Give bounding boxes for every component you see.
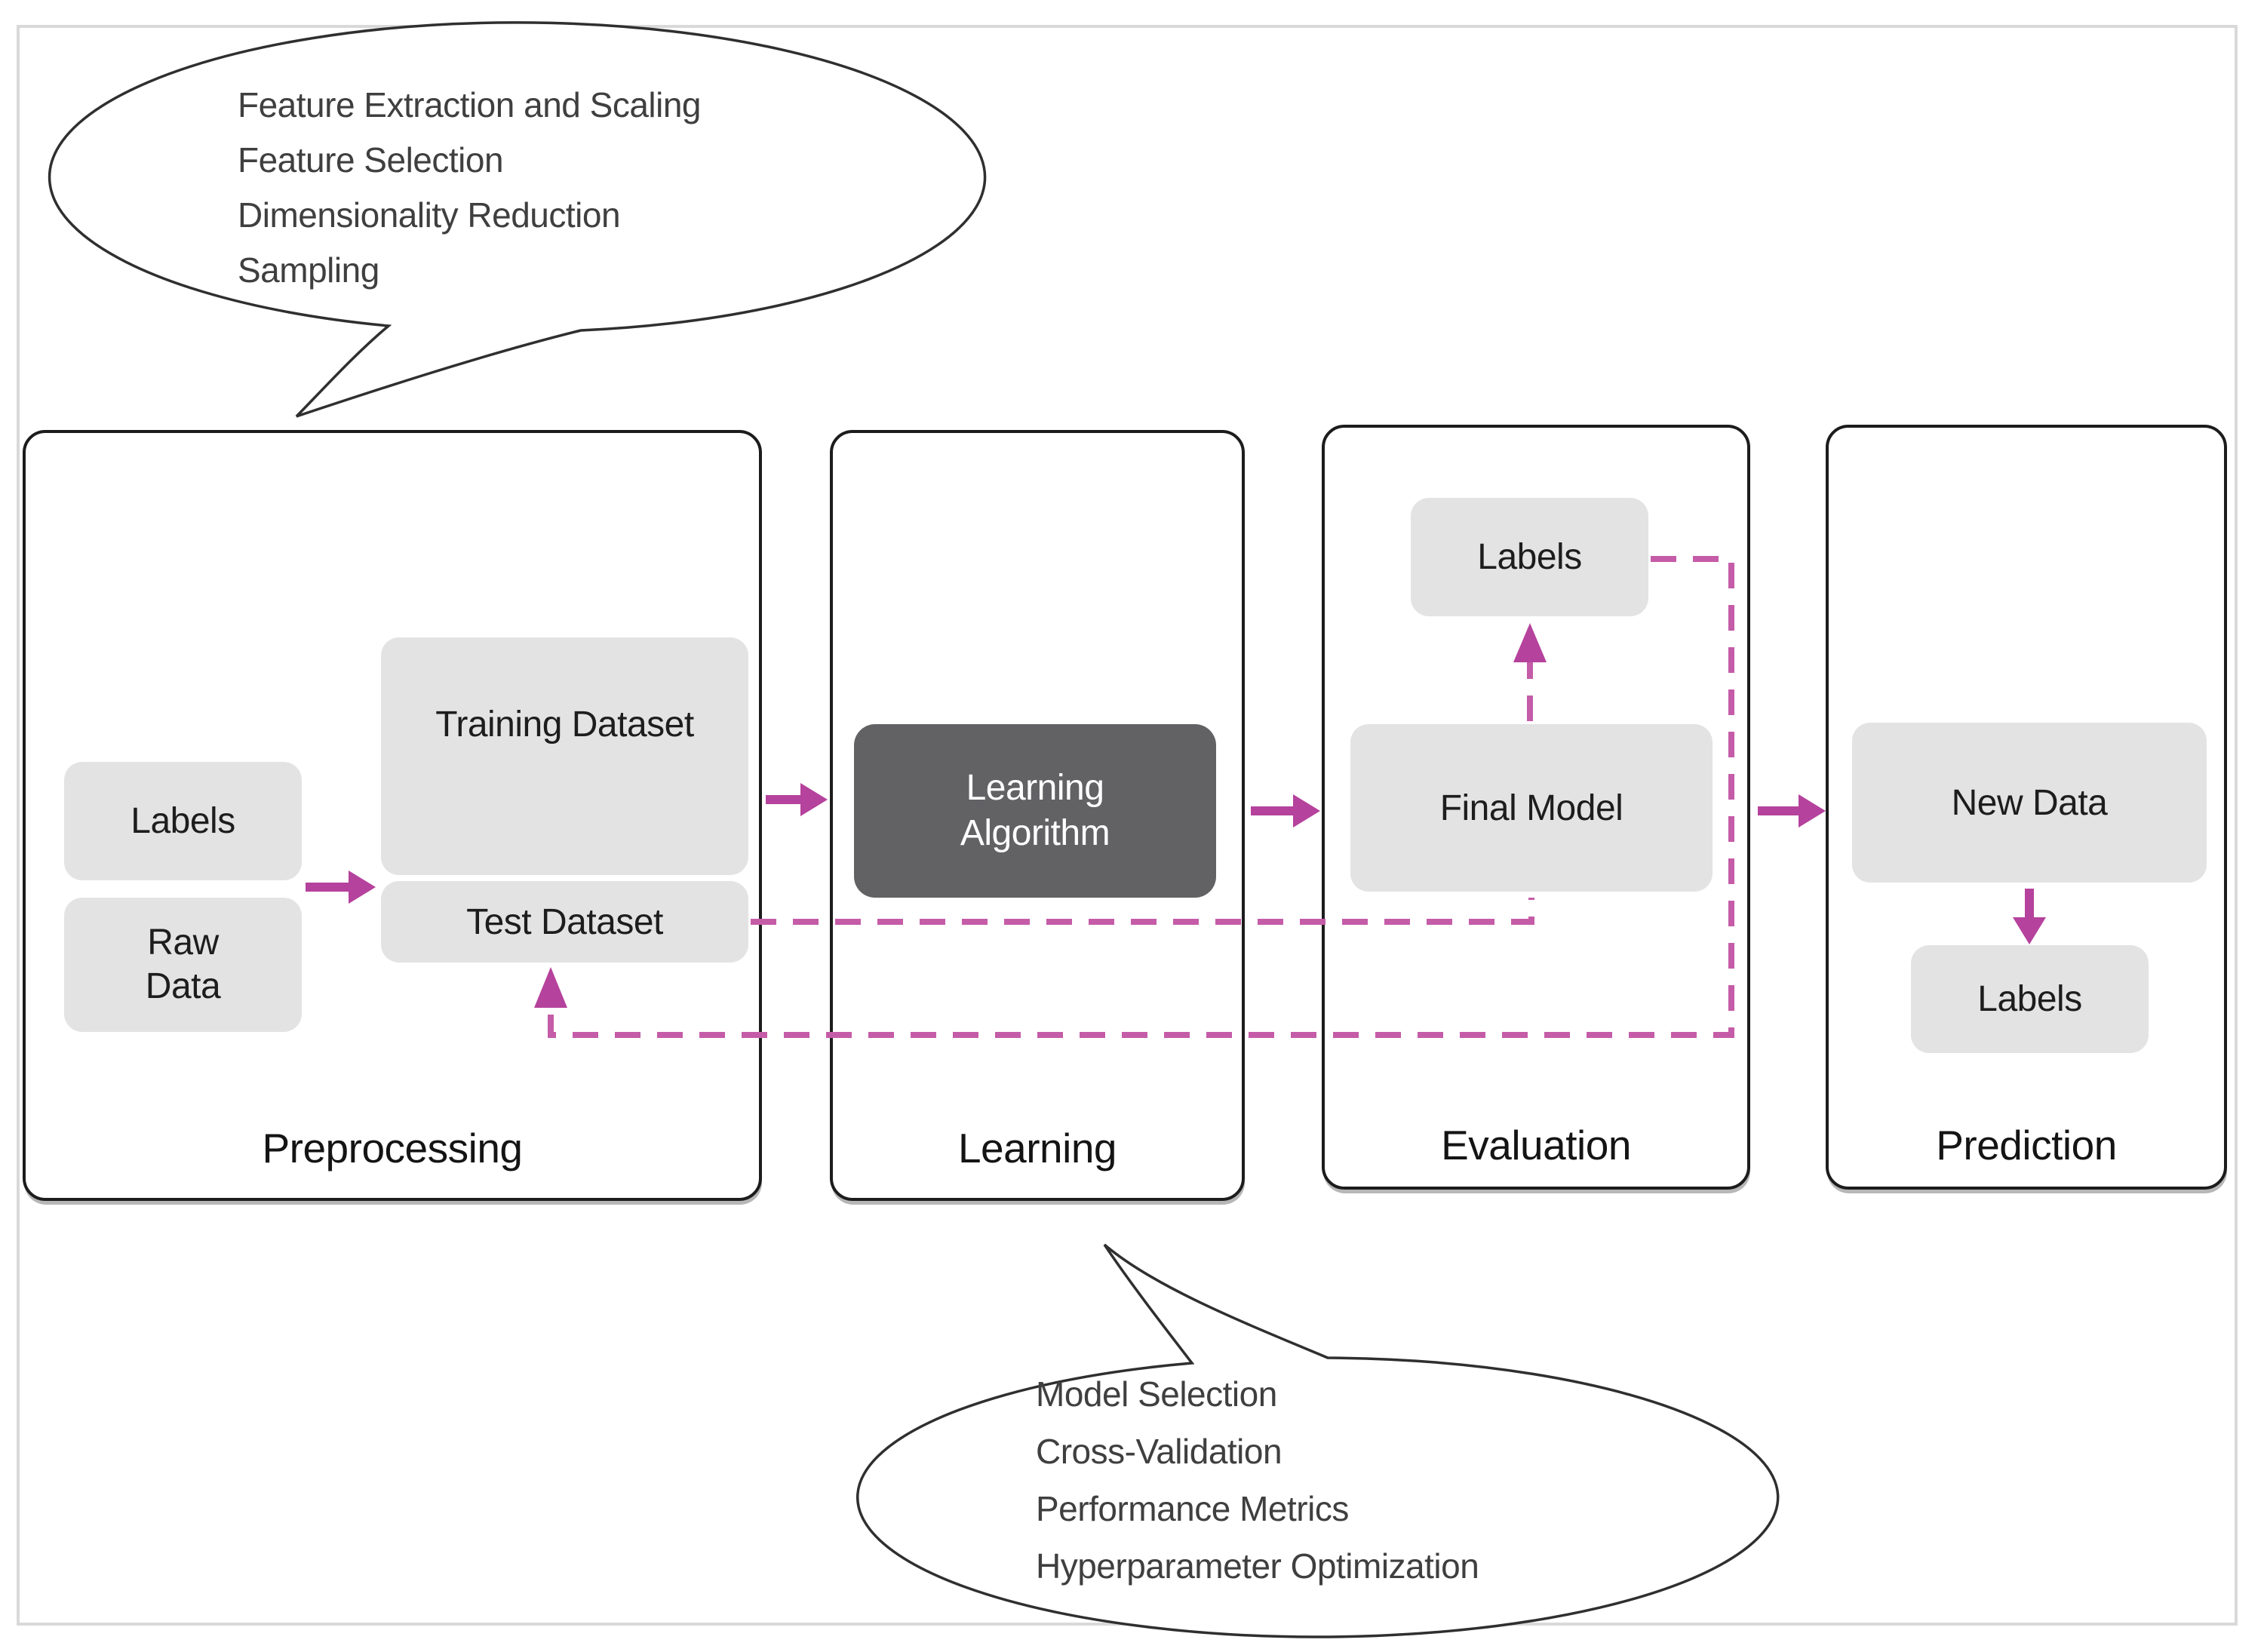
learning-algorithm-text-line1: Learning (966, 768, 1104, 808)
bubble-note-line: Feature Extraction and Scaling (238, 85, 702, 124)
arrow-learning-to-evaluation (1251, 794, 1320, 828)
panel-label-preprocessing: Preprocessing (262, 1125, 523, 1171)
test-dataset-text: Test Dataset (466, 901, 663, 942)
panel-label-evaluation: Evaluation (1441, 1122, 1631, 1168)
dashed-loop-arrowhead (534, 967, 567, 1008)
panel-label-learning: Learning (957, 1125, 1117, 1171)
arrow-evaluation-to-prediction (1758, 794, 1826, 828)
arrow-finalmodel-to-labels (1513, 623, 1547, 721)
panel-preprocessing (23, 430, 762, 1201)
bubble-note-line: Hyperparameter Optimization (1036, 1546, 1479, 1586)
panel-learning (830, 430, 1245, 1201)
panel-prediction (1826, 425, 2227, 1190)
bubble-note-line: Feature Selection (238, 140, 504, 180)
speech-bubble-bottom (856, 1243, 1780, 1638)
dashed-testdataset-to-finalmodel (751, 898, 1534, 925)
raw-data-text-line2: Data (145, 966, 221, 1006)
labels-box-prediction: Labels (1911, 945, 2149, 1053)
bubble-note-line: Model Selection (1036, 1374, 1277, 1414)
final-model-text: Final Model (1439, 788, 1623, 828)
new-data-box: New Data (1852, 723, 2207, 883)
arrow-newdata-to-labels (2013, 889, 2046, 944)
preprocessing-notes: Feature Extraction and Scaling Feature S… (238, 78, 702, 298)
bubble-note-line: Dimensionality Reduction (238, 195, 621, 235)
arrow-preprocessing-to-learning (766, 783, 828, 816)
speech-bubble-top (48, 21, 987, 418)
training-dataset-text: Training Dataset (435, 705, 694, 745)
labels-box-evaluation-text: Labels (1477, 537, 1582, 577)
raw-data-text-line1: Raw (147, 923, 219, 963)
bubble-note-line: Sampling (238, 250, 379, 290)
labels-box-prediction-text: Labels (1977, 979, 2082, 1019)
panel-label-prediction: Prediction (1936, 1122, 2117, 1168)
bubble-note-line: Performance Metrics (1036, 1489, 1349, 1528)
new-data-text: New Data (1951, 782, 2108, 823)
learning-algorithm-text-line2: Algorithm (960, 813, 1110, 853)
final-model-box: Final Model (1350, 724, 1713, 892)
arrow-rawdata-to-datasets (306, 871, 376, 904)
test-dataset-box: Test Dataset (381, 881, 748, 963)
evaluation-notes: Model Selection Cross-Validation Perform… (1036, 1365, 1479, 1595)
labels-box-preprocessing-text: Labels (131, 801, 235, 841)
labels-box-evaluation: Labels (1411, 498, 1648, 616)
learning-algorithm-box: Learning Algorithm (854, 724, 1216, 898)
labels-box-preprocessing: Labels (64, 762, 302, 880)
dashed-labels-loop-to-testdataset (548, 556, 1734, 1038)
panel-evaluation (1322, 425, 1750, 1190)
training-dataset-box: Training Dataset (381, 637, 748, 875)
raw-data-box: Raw Data (64, 898, 302, 1032)
bubble-note-line: Cross-Validation (1036, 1432, 1282, 1471)
